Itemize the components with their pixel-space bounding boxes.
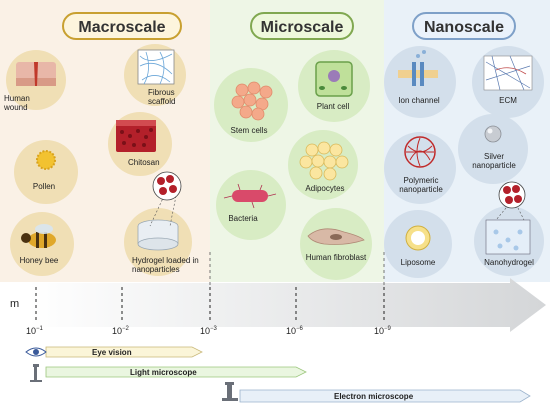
macroscale-title: Macroscale [62, 12, 182, 40]
bacteria-icon [223, 183, 277, 209]
human-wound-label: Human wound [4, 94, 30, 112]
pollen-icon [36, 150, 56, 170]
fibroblast-icon [307, 228, 365, 245]
silver-nanoparticle-label: Silver nanoparticle [472, 152, 516, 170]
nanoscale-title: Nanoscale [412, 12, 516, 40]
chitosan-icon [116, 120, 156, 152]
plant-cell-icon [315, 61, 353, 97]
silver-nanoparticle-icon [484, 125, 502, 143]
polymeric-nanoparticle-circle [384, 132, 456, 204]
tick-label-3: 10−3 [200, 326, 217, 336]
electron-microscope-label: Electron microscope [334, 392, 414, 401]
scale-arrow [28, 278, 546, 332]
ion-channel-label: Ion channel [398, 96, 440, 105]
tick-label-2: 10−2 [112, 326, 129, 336]
light-microscope-label: Light microscope [130, 368, 197, 377]
eye-vision-label: Eye vision [92, 348, 132, 357]
liposome-label: Liposome [400, 258, 436, 267]
eye-icon [25, 347, 47, 357]
nanohydrogel-label: Nanohydrogel [484, 258, 534, 267]
bacteria-circle [216, 170, 286, 240]
chitosan-label: Chitosan [128, 158, 160, 167]
tick-label-1: 10−1 [26, 326, 43, 336]
tick-label-4: 10−6 [286, 326, 303, 336]
fibrous-scaffold-icon [137, 49, 175, 85]
honey-bee-icon [21, 224, 56, 248]
wound-icon [16, 62, 56, 86]
ecm-label: ECM [499, 96, 517, 105]
adipocytes-icon [299, 141, 349, 181]
polymeric-nanoparticle-label: Polymeric nanoparticle [399, 176, 443, 194]
honey-bee-label: Honey bee [19, 256, 59, 265]
polymeric-nanoparticle-icon [404, 136, 436, 168]
electron-microscope-icon [222, 382, 238, 401]
electron-microscope-bar [239, 389, 531, 403]
stem-cells-icon [231, 81, 273, 121]
axis-unit: m [10, 298, 20, 310]
tick-label-5: 10−9 [374, 326, 391, 336]
hydrogel-icon [137, 171, 182, 251]
ecm-icon [483, 55, 533, 91]
plant-cell-label: Plant cell [316, 102, 350, 111]
liposome-icon [405, 225, 431, 251]
eye-vision-bar [45, 346, 203, 358]
nanohydrogel-icon [485, 181, 531, 255]
hydrogel-label: Hydrogel loaded in nanoparticles [132, 256, 199, 274]
pollen-label: Pollen [32, 182, 56, 191]
adipocytes-label: Adipocytes [305, 184, 345, 193]
microscale-title: Microscale [250, 12, 354, 40]
stem-cells-label: Stem cells [230, 126, 268, 135]
light-microscope-bar [45, 366, 307, 378]
bacteria-label: Bacteria [228, 214, 258, 223]
fibrous-scaffold-label: Fibrous scaffold [148, 88, 176, 106]
light-microscope-icon [30, 364, 42, 382]
human-fibroblast-label: Human fibroblast [305, 253, 367, 262]
ion-channel-icon [398, 50, 438, 86]
